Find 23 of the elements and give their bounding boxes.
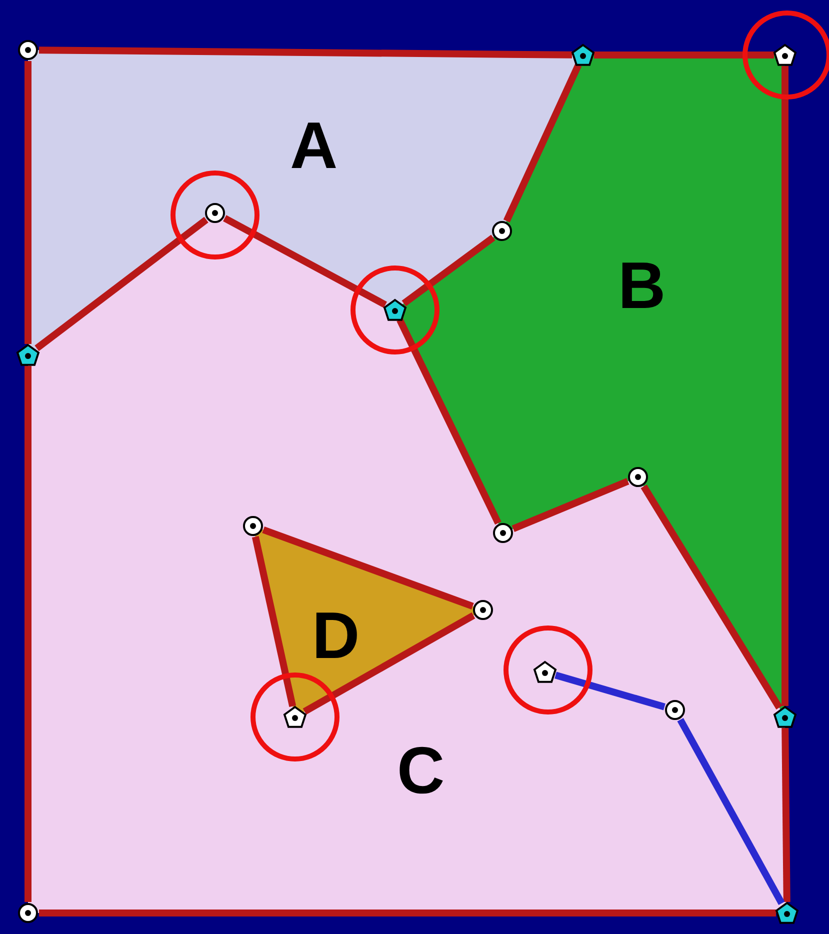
boundary-line <box>640 484 782 710</box>
boundary-line <box>782 66 788 706</box>
boundary-line <box>38 46 572 58</box>
boundary-line <box>252 536 296 708</box>
region-letter: D <box>312 602 360 668</box>
boundary-line <box>39 910 776 916</box>
boundary-line <box>396 318 502 525</box>
boundary-line <box>24 366 32 902</box>
region-letter: A <box>290 112 338 178</box>
boundary-line <box>677 718 785 906</box>
boundary-line <box>594 52 774 58</box>
boundary-line <box>503 64 582 222</box>
boundary-line <box>262 526 474 610</box>
region-letter: C <box>397 737 445 803</box>
boundary-line <box>512 478 630 532</box>
boundary-line <box>782 728 790 902</box>
boundary-line <box>34 216 208 352</box>
boundary-line <box>302 612 476 715</box>
boundary-line <box>24 61 32 344</box>
region-letter: B <box>618 252 666 318</box>
boundary-line <box>223 215 387 308</box>
boundary-line <box>402 234 496 306</box>
boundary-line <box>554 672 666 710</box>
